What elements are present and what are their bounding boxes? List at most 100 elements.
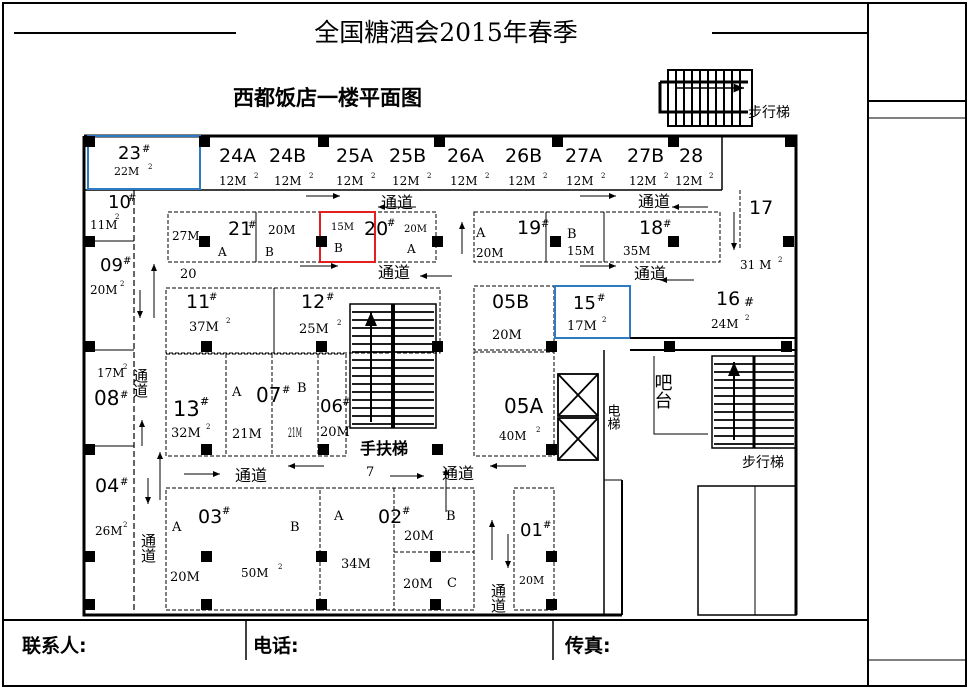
area-sup: 2 (485, 172, 489, 180)
area-sup: 2 (226, 317, 230, 325)
contact-label: 联系人: (22, 635, 87, 657)
booth-area: 12M (566, 174, 594, 188)
booth-id: 27B (627, 145, 664, 167)
booth-11: 11 # 37M 2 (186, 291, 230, 335)
booth-mark: # (123, 256, 131, 267)
corridor-arrows (137, 193, 737, 568)
booth-mark: # (120, 477, 128, 488)
booth-id: 11 (186, 291, 210, 313)
booth-01-frame (513, 487, 555, 611)
booth-27b: 27B 12M 2 (627, 145, 668, 188)
booth-mark: # (597, 293, 605, 304)
corridor-label-vertical: 通道 (489, 583, 507, 613)
booth-mark: # (282, 385, 290, 396)
booth-id: 05B (492, 291, 529, 313)
booth-mark: # (142, 144, 150, 155)
booth-id: 27A (565, 145, 602, 167)
corridor-label: 通道 (634, 264, 666, 283)
booth-id: 24B (269, 145, 306, 167)
fax-label: 传真: (565, 635, 611, 657)
booth-id: 01 (520, 520, 543, 541)
booth-05a: 05A 40M 2 (499, 394, 543, 443)
area-sup: 2 (120, 280, 124, 288)
area-sup: 2 (206, 423, 210, 431)
booth-13-frame (165, 353, 347, 457)
booth-id: 16 (716, 288, 740, 310)
booth-25b: 25B 12M 2 (389, 145, 431, 188)
booth-05a-frame (473, 351, 555, 457)
area-sup: 2 (278, 563, 282, 571)
booth-21: 27M 21 # A 20M B (172, 218, 296, 259)
booth-06: 06 # 20M (320, 396, 350, 440)
booth-sub: A (475, 226, 486, 241)
corridor-label-vertical: 通道 (131, 368, 149, 398)
corridor-label: 通道 (638, 192, 670, 211)
booth-10: 10 # 11M 2 (90, 192, 136, 232)
booth-mark: # (209, 292, 217, 303)
booth-id: 26B (505, 145, 542, 167)
booth-02: A 02 # B 20M 34M 20M C (333, 506, 457, 592)
escalator-center (349, 303, 437, 429)
corridor-label: 通道 (378, 263, 410, 282)
area-sup: 2 (427, 172, 431, 180)
corridor-labels: 通道 通道 通道 通道 通道 通道 通道 通道 通道 20 7 手扶梯 步行梯 … (131, 105, 790, 613)
booth-id: 19 (517, 217, 541, 239)
bar-label: 吧台 (652, 373, 673, 409)
area-sup: 2 (536, 426, 540, 434)
area-sup: 2 (148, 163, 152, 171)
booth-mark: # (120, 390, 128, 401)
room-frame (697, 485, 797, 616)
booth-sub: B (297, 381, 307, 396)
area-sup: 2 (664, 172, 668, 180)
booth-id: 15 (573, 293, 596, 314)
booth-area: 12M (629, 174, 657, 188)
booth-mark: # (387, 218, 395, 229)
booth-area: 12M (675, 174, 703, 188)
booth-area: 20M (519, 574, 544, 587)
booth-id: 25A (336, 145, 373, 167)
booth-sub-area: 15M (567, 244, 595, 258)
booth-19: A 20M 19 # B 15M (475, 217, 595, 260)
booth-id: 20 (364, 218, 388, 240)
booth-id: 02 (378, 506, 402, 528)
booth-area: 32M (171, 426, 201, 441)
building-outer-wall (82, 134, 798, 617)
area-sup: 2 (745, 314, 749, 322)
booth-12: 12 # 25M 2 (299, 291, 341, 337)
area-sup: 2 (709, 172, 713, 180)
booth-sub: B (334, 241, 343, 255)
booth-mark: # (543, 520, 551, 531)
booth-23-frame (87, 135, 201, 190)
booth-sub: B (290, 520, 300, 535)
booth-id: 03 (198, 506, 222, 528)
area-sup: 2 (123, 521, 127, 529)
corridor-label: 通道 (442, 464, 474, 483)
page-subtitle: 西都饭店一楼平面图 (233, 86, 422, 110)
area-sup: 2 (309, 172, 313, 180)
booth-area: 11M (90, 218, 118, 232)
area-sup: 2 (123, 363, 127, 371)
booth-26b: 26B 12M 2 (505, 145, 547, 188)
booth-area: 12M (336, 174, 364, 188)
booth-sub: A (231, 385, 242, 400)
booth-id: 21 (228, 218, 252, 240)
booth-area: 17M (567, 319, 597, 334)
booth-id: 17 (749, 197, 773, 219)
booth-id: 10 (108, 192, 131, 213)
area-sup: 2 (778, 256, 782, 264)
booth-area: 12M (219, 174, 247, 188)
booth-id: 06 (320, 396, 343, 417)
corridor-label: 通道 (381, 193, 413, 212)
booth-area: 21M (288, 426, 302, 441)
phone-label: 电话: (253, 635, 299, 657)
booth-id: 13 (173, 397, 200, 421)
booth-area: 20M (90, 283, 118, 297)
booth-20: 15M B 20 # 20M A (331, 218, 427, 256)
escalator-label: 手扶梯 (360, 439, 408, 458)
booth-18: 18 # 35M (623, 217, 671, 258)
booth-area: 31 M (740, 258, 771, 272)
booth-area: 20M (404, 529, 434, 544)
booth-07: 07 # B 21M 21M (232, 381, 307, 442)
booth-08: 17M 2 08 # (94, 363, 128, 410)
booth-id: 26A (447, 145, 484, 167)
